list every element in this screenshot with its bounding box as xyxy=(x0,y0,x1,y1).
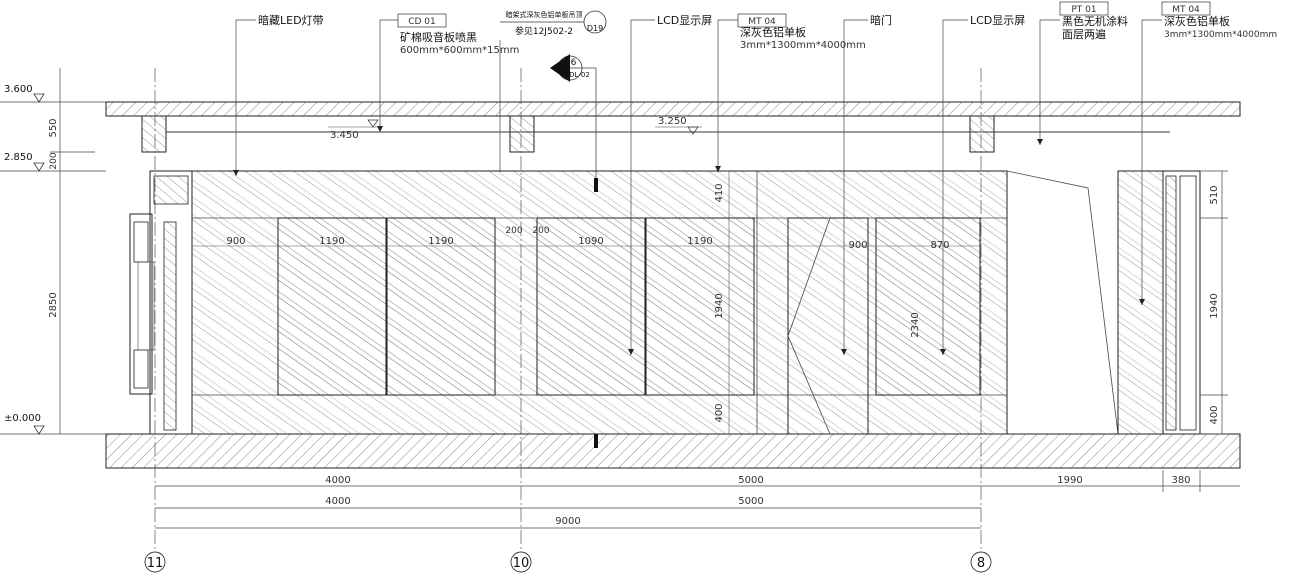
end-panel-section xyxy=(1179,175,1197,431)
level-base: ±0.000 xyxy=(4,413,41,424)
left-section xyxy=(129,213,153,395)
left-section xyxy=(153,175,189,205)
mt-code-a: MT 04 xyxy=(748,17,776,27)
mt-spec-b: 3mm*1300mm*4000mm xyxy=(1164,30,1277,40)
dim-900b: 900 xyxy=(848,240,867,251)
dim-row1-b: 5000 xyxy=(738,475,763,486)
level-triangle-icon xyxy=(33,162,45,172)
dim-410: 410 xyxy=(714,183,725,202)
section-callout-bottom: E-DL-02 xyxy=(562,71,590,79)
axis-bubble xyxy=(510,551,532,573)
axis-label: 11 xyxy=(147,556,164,571)
dim-row1-c: 1990 xyxy=(1057,475,1082,486)
dim-2850: 2850 xyxy=(48,292,59,317)
dim-row1-d: 380 xyxy=(1171,475,1190,486)
dim-1090: 1090 xyxy=(578,236,603,247)
mt-title-a: 深灰色铝单板 xyxy=(740,25,806,39)
ceiling-level-b: 3.250 xyxy=(658,116,687,127)
dim-510: 510 xyxy=(1209,185,1220,204)
dim-row2-b: 5000 xyxy=(738,496,763,507)
level-mid: 2.850 xyxy=(4,152,33,163)
lcd-label-a: LCD显示屏 xyxy=(657,14,712,27)
leader-arrowheads xyxy=(233,126,1145,355)
lcd-screen xyxy=(386,217,496,396)
hidden-door-label: 暗门 xyxy=(870,13,892,27)
dim-400-inner: 400 xyxy=(714,403,725,422)
lcd-screen xyxy=(536,217,646,396)
axis-bubble xyxy=(970,551,992,573)
cd-title: 矿棉吸音板喷黑 xyxy=(400,30,477,44)
led-strip-label: 暗藏LED灯带 xyxy=(258,13,324,27)
dim-row2-a: 4000 xyxy=(325,496,350,507)
dim-1190a: 1190 xyxy=(319,236,344,247)
dim-row1-a: 4000 xyxy=(325,475,350,486)
axis-label: 8 xyxy=(977,556,985,571)
mt-code-b: MT 04 xyxy=(1172,5,1200,15)
section-cut-mark xyxy=(594,434,598,448)
end-panel-section xyxy=(1165,175,1177,431)
pt-title-b: 面层两遍 xyxy=(1062,28,1106,41)
beam-stub xyxy=(509,115,535,153)
level-triangle-icon xyxy=(687,126,699,135)
level-top: 3.600 xyxy=(4,84,33,95)
section-cut-mark xyxy=(594,178,598,192)
cd-spec: 600mm*600mm*15mm xyxy=(400,45,519,56)
hidden-door xyxy=(787,217,869,435)
level-triangle-icon xyxy=(33,425,45,435)
left-section xyxy=(133,221,149,263)
ceiling-slab xyxy=(105,101,1241,117)
dim-200: 200 xyxy=(49,152,59,169)
material-tag xyxy=(1059,1,1109,16)
ceiling-level-a: 3.450 xyxy=(330,130,359,141)
mt-spec-a: 3mm*1300mm*4000mm xyxy=(740,40,866,51)
detail-callout-title: 暗架式深灰色铝单板吊顶 xyxy=(506,10,583,19)
dim-900a: 900 xyxy=(226,236,245,247)
door-swing-mark xyxy=(787,217,831,435)
dim-2340: 2340 xyxy=(910,312,921,337)
return-wall xyxy=(1006,170,1119,435)
pt-title-a: 黑色无机涂料 xyxy=(1062,14,1128,28)
pt-code: PT 01 xyxy=(1071,5,1096,15)
leader-lines xyxy=(235,19,1162,355)
material-tag xyxy=(737,13,787,28)
level-triangle-icon xyxy=(33,93,45,103)
axis-label: 10 xyxy=(513,556,530,571)
level-triangle-icon xyxy=(367,119,379,128)
left-section xyxy=(133,349,149,389)
floor-slab xyxy=(105,433,1241,469)
section-arrow-icon xyxy=(550,54,570,82)
dim-1940-inner: 1940 xyxy=(714,293,725,318)
dim-1940: 1940 xyxy=(1209,293,1220,318)
dim-total: 9000 xyxy=(555,516,580,527)
beam-stub xyxy=(969,115,995,153)
dim-200a: 200 xyxy=(505,226,522,236)
detail-callout-tag: D19 xyxy=(587,24,603,33)
material-tag xyxy=(1161,1,1211,16)
cd-code: CD 01 xyxy=(408,17,436,27)
left-section xyxy=(163,221,177,431)
dim-870: 870 xyxy=(930,240,949,251)
dim-550: 550 xyxy=(48,118,59,137)
dim-400: 400 xyxy=(1209,405,1220,424)
lcd-screen xyxy=(277,217,387,396)
left-section xyxy=(137,261,155,351)
mt-title-b: 深灰色铝单板 xyxy=(1164,14,1230,28)
dim-200b: 200 xyxy=(532,226,549,236)
beam-stub xyxy=(141,115,167,153)
lcd-screen xyxy=(875,217,981,396)
lcd-label-b: LCD显示屏 xyxy=(970,14,1025,27)
detail-callout-ref: 参见12J502-2 xyxy=(515,25,573,37)
dim-1190c: 1190 xyxy=(687,236,712,247)
material-tag xyxy=(397,13,447,28)
axis-bubble xyxy=(144,551,166,573)
section-callout-top: D6 xyxy=(564,58,577,68)
lcd-screen xyxy=(645,217,755,396)
dim-1190b: 1190 xyxy=(428,236,453,247)
